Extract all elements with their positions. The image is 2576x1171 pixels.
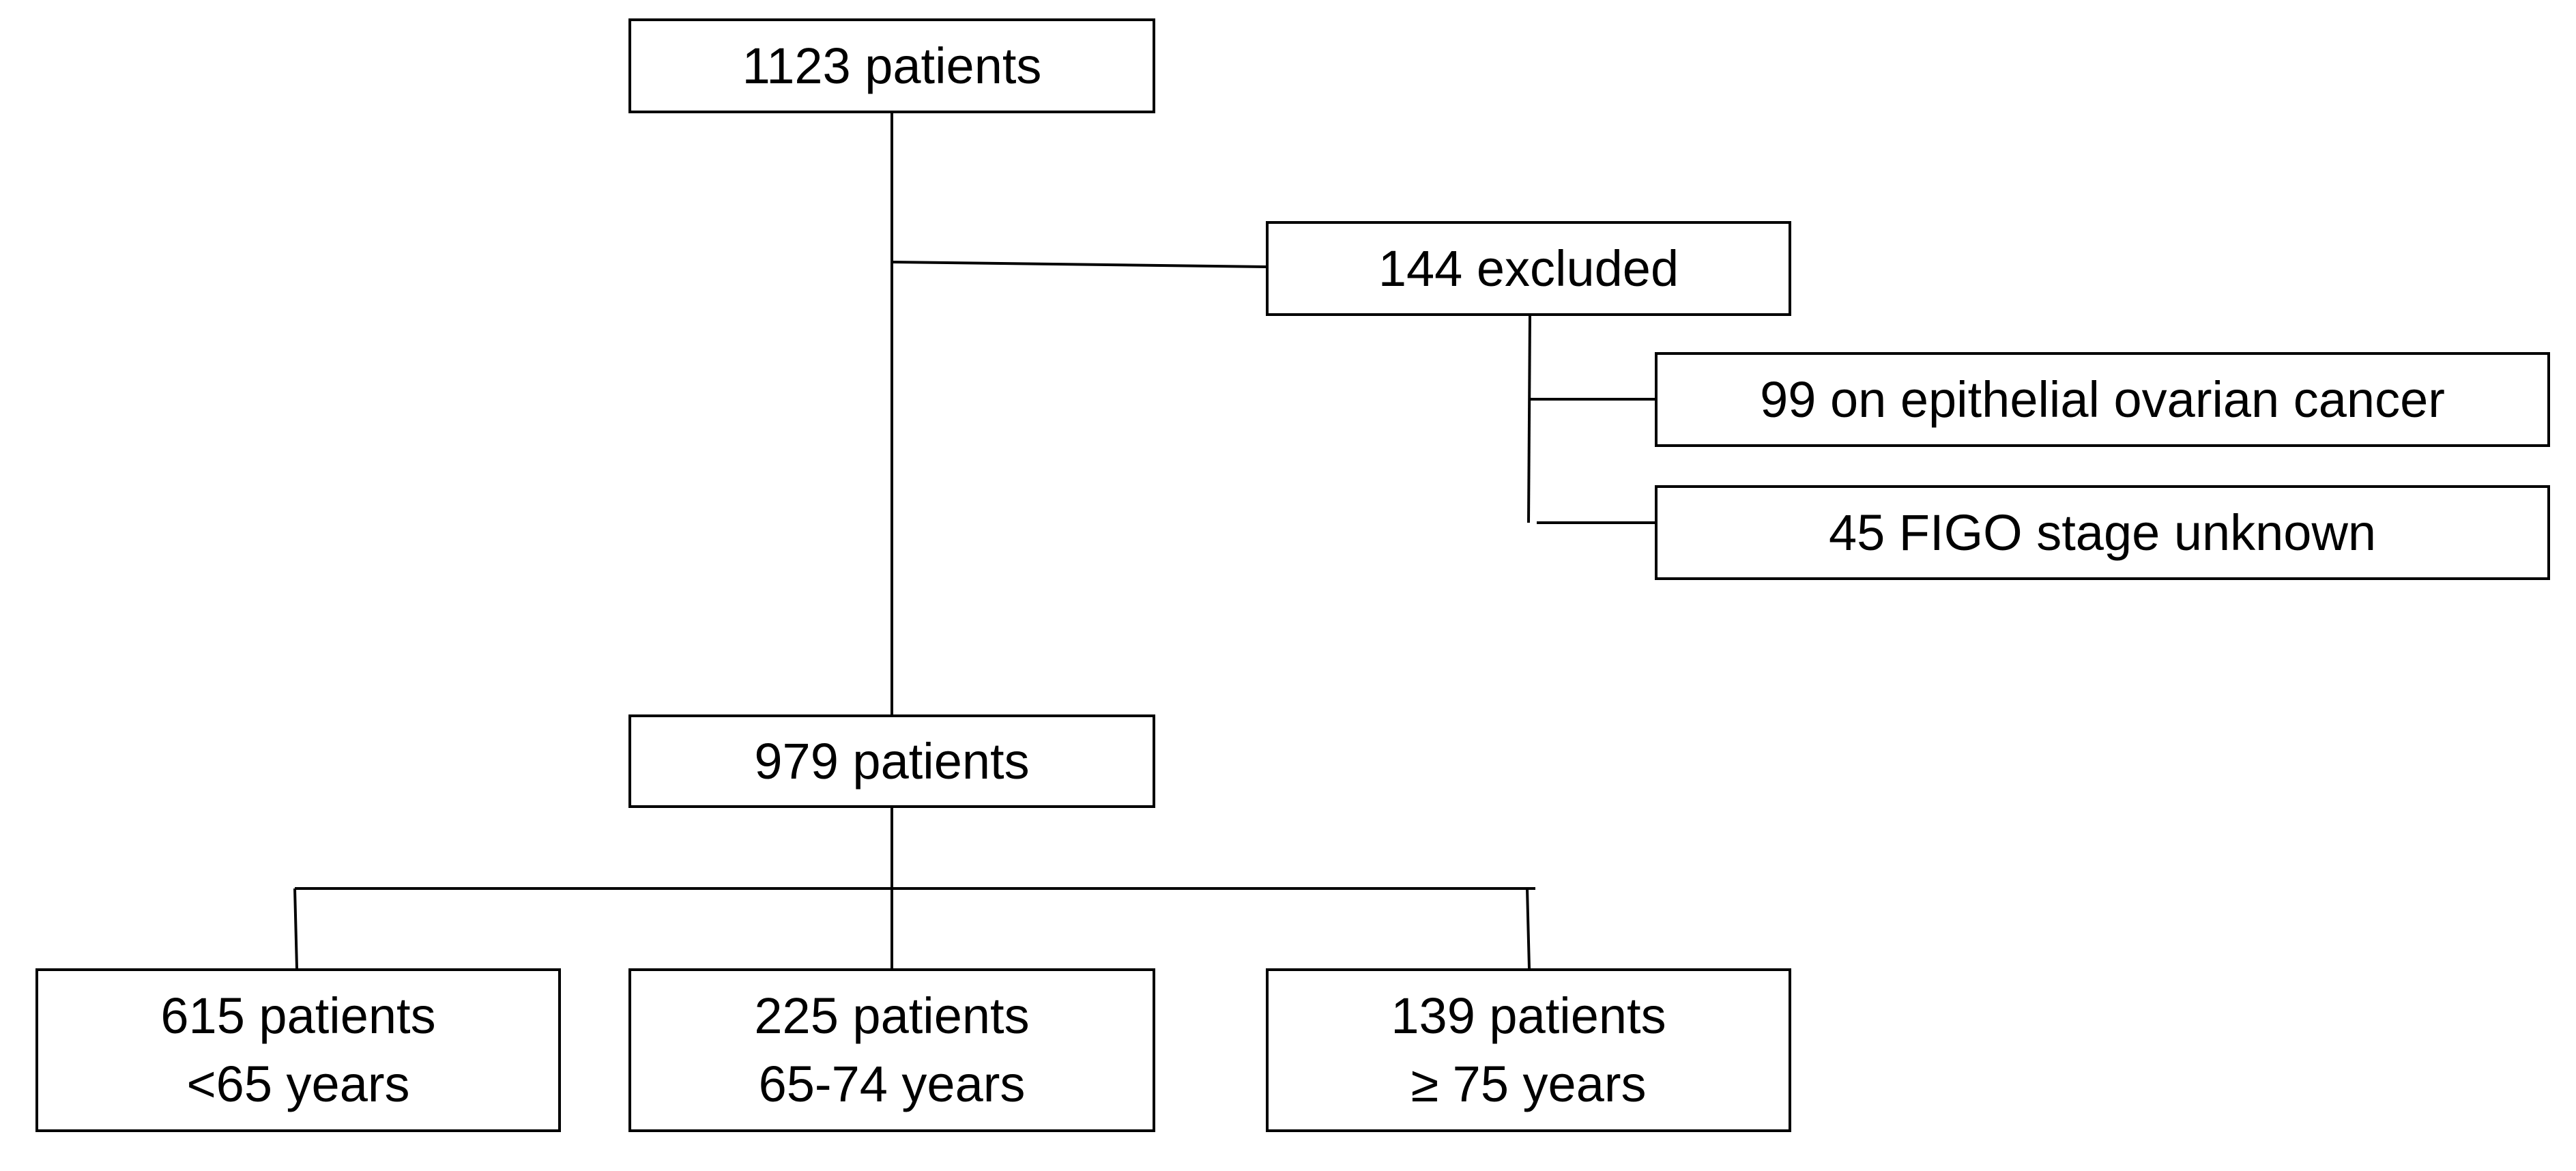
- age-group-under-65-range: <65 years: [186, 1056, 410, 1112]
- exclusion-reason-epithelial-label: 99 on epithelial ovarian cancer: [1760, 371, 2445, 428]
- total-patients-label: 1123 patients: [742, 37, 1042, 94]
- included-patients-label: 979 patients: [754, 732, 1030, 790]
- age-group-75-plus-box: 139 patients ≥ 75 years: [1266, 968, 1791, 1132]
- excluded-box: 144 excluded: [1266, 221, 1791, 316]
- excluded-branch-line: [891, 261, 1267, 268]
- age-group-75-plus-range: ≥ 75 years: [1410, 1056, 1647, 1112]
- age-group-65-74-range: 65-74 years: [758, 1056, 1026, 1112]
- age-group-75-plus-count: 139 patients: [1391, 987, 1666, 1045]
- age-group-under-65-count: 615 patients: [160, 987, 436, 1045]
- excluded-trunk-line: [1527, 315, 1531, 523]
- total-patients-box: 1123 patients: [628, 18, 1155, 113]
- group-1-drop-line: [293, 888, 298, 969]
- exclusion-reason-figo-label: 45 FIGO stage unknown: [1828, 504, 2377, 561]
- excluded-label: 144 excluded: [1378, 240, 1679, 297]
- exclusion-reason-epithelial-box: 99 on epithelial ovarian cancer: [1655, 352, 2550, 447]
- age-group-65-74-box: 225 patients 65-74 years: [628, 968, 1155, 1132]
- group-3-drop-line: [1526, 888, 1531, 969]
- age-group-65-74-count: 225 patients: [754, 987, 1030, 1045]
- included-patients-box: 979 patients: [628, 714, 1155, 808]
- age-group-under-65-box: 615 patients <65 years: [35, 968, 561, 1132]
- exclusion-reason-figo-box: 45 FIGO stage unknown: [1655, 485, 2550, 580]
